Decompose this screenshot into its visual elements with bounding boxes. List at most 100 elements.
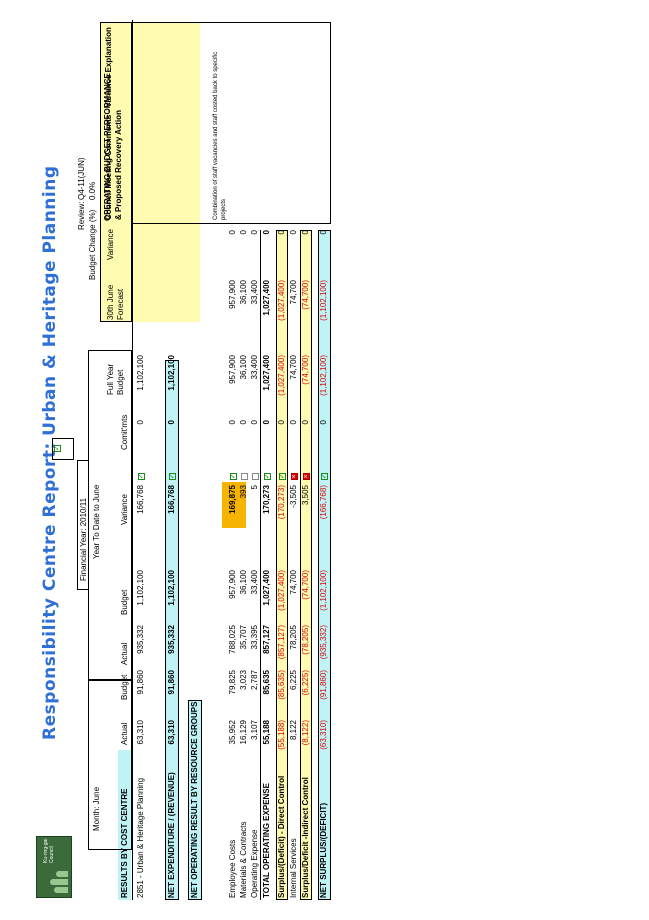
indirect-ytd-budget: (74,700): [301, 570, 310, 600]
cost-centre-ytd-budget: 1,102,100: [136, 570, 145, 606]
check-icon: ✓: [321, 473, 328, 480]
indirect-ytd-actual: (78,205): [301, 625, 310, 655]
net-surplus-m-actual: (63,310): [319, 720, 328, 750]
internal-ytd-actual: 78,205: [289, 625, 298, 650]
net-surplus-label: NET SURPLUS/(DEFICIT): [319, 802, 328, 898]
net-surplus-commits: 0: [319, 420, 328, 425]
operating-label: Operating Expense: [250, 829, 259, 899]
materials-fy-budget: 36,100: [239, 355, 248, 380]
employee-commits: 0: [228, 420, 237, 425]
total-opex-ytd-actual: 857,127: [262, 625, 271, 654]
employee-fy-budget: 957,900: [228, 355, 237, 384]
operating-commits: 0: [250, 420, 259, 425]
internal-m-actual: 8,122: [289, 720, 298, 741]
cost-centre-ytd-variance: 166,768: [136, 485, 145, 514]
month-label: Month: June: [92, 786, 101, 831]
net-surplus-forecast: (1,102,100): [319, 280, 328, 321]
operating-ytd-actual: 33,395: [250, 625, 259, 650]
check-icon: ✓: [54, 445, 61, 452]
tree-icon: [54, 887, 68, 893]
resource-groups-header: NET OPERATING RESULT BY RESOURCE GROUPS: [190, 701, 199, 898]
check-icon: ✓: [279, 473, 286, 480]
employee-ytd-actual: 788,025: [228, 625, 237, 654]
status-box: ✓: [52, 438, 74, 460]
indirect-m-actual: (8,122): [301, 720, 310, 746]
col-ytd-budget: Budget: [120, 589, 129, 615]
review-label: Review:: [77, 201, 86, 230]
check-icon: ✓: [230, 473, 237, 480]
net-exp-label: NET EXPENDITURE / (REVENUE): [167, 772, 176, 898]
operating-m-actual: 3,107: [250, 720, 259, 741]
indirect-fy-budget: (74,700): [301, 355, 310, 385]
indirect-f-variance: 0: [301, 230, 310, 235]
direct-ytd-actual: (857,127): [277, 625, 286, 660]
total-opex-ytd-variance: 170,273: [262, 485, 271, 514]
check-icon: ✓: [138, 473, 145, 480]
internal-ytd-budget: 74,700: [289, 570, 298, 595]
materials-commits: 0: [239, 420, 248, 425]
direct-ytd-budget: (1,027,400): [277, 570, 286, 611]
employee-ytd-budget: 957,900: [228, 570, 237, 599]
total-opex-f-variance: 0: [262, 230, 271, 235]
logo-text: Ku-ring-gai Council: [43, 838, 55, 863]
internal-forecast: 74,700: [289, 280, 298, 305]
employee-label: Employee Costs: [228, 839, 237, 898]
check-icon: ✓: [169, 473, 176, 480]
operating-fy-budget: 33,400: [250, 355, 259, 380]
operating-f-variance: 0: [250, 230, 259, 235]
col-commits: Comit'mts: [120, 414, 129, 450]
operating-forecast: 33,400: [250, 280, 259, 305]
net-exp-m-actual: 63,310: [167, 720, 176, 745]
materials-ytd-budget: 36,100: [239, 570, 248, 595]
total-opex-commits: 0: [262, 420, 271, 425]
internal-commits: 0: [289, 420, 298, 425]
internal-f-variance: 0: [289, 230, 298, 235]
tree-icon: [56, 871, 68, 877]
tree-icon: [50, 879, 68, 885]
cost-centre-m-actual: 63,310: [136, 720, 145, 745]
net-surplus-ytd-budget: (1,102,100): [319, 570, 328, 611]
direct-f-variance: 0: [277, 230, 286, 235]
net-surplus-f-variance: 0: [319, 230, 328, 235]
col-forecast: 30th June Forecast: [106, 284, 125, 320]
net-surplus-fy-budget: (1,102,100): [319, 355, 328, 396]
check-icon: ✓: [264, 473, 271, 480]
col-month-budget: Budget: [120, 674, 129, 700]
employee-ytd-variance: 169,875: [228, 485, 237, 514]
internal-ytd-variance: -3,505: [289, 485, 298, 508]
operating-ytd-variance: 5: [250, 485, 259, 490]
total-opex-fy-budget: 1,027,400: [262, 355, 271, 391]
materials-ytd-actual: 35,707: [239, 625, 248, 650]
materials-f-variance: 0: [239, 230, 248, 235]
direct-commits: 0: [277, 420, 286, 425]
direct-ytd-variance: (170,273): [277, 485, 286, 520]
council-logo: Ku-ring-gai Council: [36, 836, 72, 898]
cost-centre-fy-budget: 1,102,100: [136, 355, 145, 391]
comments-header: Council Meeting Comments - Variance Expl…: [104, 27, 123, 220]
col-ytd-actual: Actual: [120, 642, 129, 665]
net-surplus-ytd-actual: (935,332): [319, 625, 328, 660]
net-exp-ytd-variance: 166,768: [167, 485, 176, 514]
total-opex-ytd-budget: 1,027,400: [262, 570, 271, 606]
ytd-label: Year To Date to June: [92, 484, 101, 559]
internal-fy-budget: 74,700: [289, 355, 298, 380]
employee-forecast: 957,900: [228, 280, 237, 309]
total-opex-m-actual: 55,188: [262, 720, 271, 745]
net-exp-ytd-budget: 1,102,100: [167, 570, 176, 606]
cost-centre-header: RESULTS BY COST CENTRE: [120, 788, 129, 899]
direct-label: Surplus/(Deficit) - Direct Control: [277, 775, 286, 898]
review-value: Q4-11(JUN): [77, 157, 86, 200]
budget-change-label: Budget Change (%): [88, 209, 97, 280]
col-forecast-variance: Variance: [106, 229, 115, 260]
checkbox-empty-icon: [252, 473, 259, 480]
total-opex-label: TOTAL OPERATING EXPENSE: [262, 783, 271, 898]
budget-change-value: 0.0%: [88, 181, 97, 200]
cross-icon: ×: [291, 473, 298, 480]
internal-label: Internal Services: [289, 838, 298, 898]
employee-m-actual: 35,952: [228, 720, 237, 745]
cost-centre-label: 2851 - Urban & Heritage Planning: [136, 777, 145, 898]
comments-box: [132, 22, 331, 224]
indirect-ytd-variance: 3,505: [301, 485, 310, 506]
net-exp-commits: 0: [167, 420, 176, 425]
direct-forecast: (1,027,400): [277, 280, 286, 321]
